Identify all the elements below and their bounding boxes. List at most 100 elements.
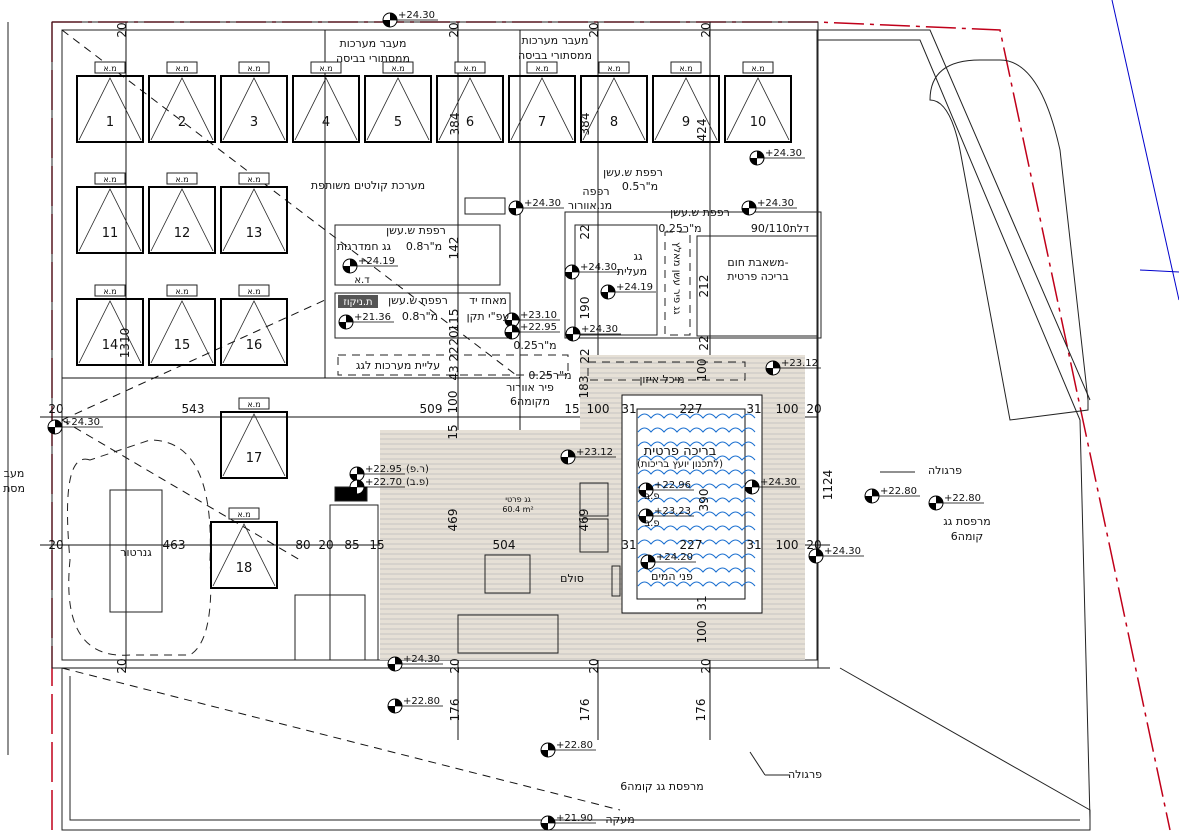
elevation-value: +24.30 — [524, 198, 561, 209]
dimension-label: 20 — [447, 330, 461, 345]
dimension-label: 183 — [577, 376, 591, 399]
dimension-label: 20 — [115, 22, 129, 37]
elevation-marker: +22.80 — [540, 740, 596, 758]
parking-spot-number: 11 — [102, 226, 119, 241]
label-smoke-area-2: 0.8מ"ר — [402, 310, 438, 323]
elevation-value: +24.30 — [824, 546, 861, 557]
dimension-label: 80 — [295, 538, 310, 552]
dimension-label: 20 — [115, 658, 129, 673]
dimension-label: 100 — [776, 402, 799, 416]
building-outline — [7, 21, 1091, 831]
elevation-marker: +24.30 — [382, 10, 438, 28]
meter-tag: מ.א — [319, 64, 332, 73]
elevation-value: +24.30 — [757, 198, 794, 209]
parking-spot: 14מ.א — [76, 284, 144, 366]
parking-spot: 3מ.א — [220, 61, 288, 143]
label-floor6-b: קומה6 — [951, 530, 983, 543]
label-stair-roof: גג חמדרגות — [337, 240, 392, 253]
parking-spot-number: 12 — [174, 226, 191, 241]
elevation-value: +24.19 — [616, 282, 653, 293]
elevation-marker: +23.12 — [560, 447, 616, 465]
dimension-label: 115 — [447, 309, 461, 332]
label-pb: פ.ב — [644, 491, 659, 502]
meter-tag: מ.א — [175, 64, 188, 73]
annotations: מעבר מערכות ממסתורי בביסה מעבר מערכות ממ… — [3, 34, 991, 826]
label-hidden-base: ממסתורי בביסה — [336, 52, 410, 65]
parking-spot: 2מ.א — [148, 61, 216, 143]
parking-spot: 11מ.א — [76, 172, 144, 254]
elevation-marker: +23.12 — [765, 358, 821, 376]
elevation-marker: +22.96 — [638, 480, 694, 498]
label-deck-title: גג פרטי — [505, 495, 531, 504]
dimension-label: 100 — [695, 621, 709, 644]
parking-spot: 18מ.א — [210, 507, 278, 589]
label-systems-passage-2: מעבר מערכות — [521, 34, 588, 47]
label-hidden-base-2: ממסתורי בביסה — [518, 49, 592, 62]
label-handrail: מאחז יד — [469, 294, 507, 307]
meter-tag: מ.א — [535, 64, 548, 73]
label-floor6: מקומה6 — [510, 395, 550, 408]
label-generator: גנרטור — [120, 546, 152, 559]
parking-spot: 5מ.א — [364, 61, 432, 143]
elevation-marker: +24.30 — [508, 198, 564, 216]
label-roof-terrace-floor6: מרפסת גג קומה6 — [620, 780, 703, 793]
parking-spot-number: 5 — [394, 115, 402, 130]
label-roof-access: עליית מערכות לגג — [356, 359, 440, 372]
label-vent-louver: רפפה — [582, 185, 609, 198]
label-from-air: מנ.אוורור — [568, 199, 612, 212]
elevation-markers: +24.30 +24.30 +24.19 +21.36 +23.10+22.95 +24.… — [47, 10, 984, 831]
label-air-shaft: פיר אוורור — [506, 381, 554, 394]
dimension-label: 543 — [182, 402, 205, 416]
dimension-label: 22 — [447, 346, 461, 361]
meter-tag: מ.א — [103, 287, 116, 296]
elevation-value: +24.30 — [580, 262, 617, 273]
parking-spot: 9מ.א — [652, 61, 720, 143]
parking-spot: 7מ.א — [508, 61, 576, 143]
elevation-marker: +23.23 — [638, 506, 694, 524]
dimension-label: 1124 — [821, 470, 835, 501]
dimension-label: 100 — [695, 359, 709, 382]
elevation-value: +22.80 — [944, 493, 981, 504]
dimension-label: 212 — [697, 275, 711, 298]
parking-spot: 16מ.א — [220, 284, 288, 366]
dimension-label: 43 — [447, 365, 461, 380]
dimension-label: 176 — [448, 699, 462, 722]
elevation-marker: +22.70 — [349, 477, 405, 495]
elevation-marker: +24.30 — [387, 654, 443, 672]
dimension-label: 100 — [776, 538, 799, 552]
elevation-value: +23.12 — [576, 447, 613, 458]
dimension-label: 20 — [699, 22, 713, 37]
label-area-025b: 0.25מ"ר — [528, 369, 571, 382]
label-smoke-area: 0.8מ"ר — [406, 240, 442, 253]
label-pool-consultant: (לתכנון יועץ בריכות) — [637, 459, 723, 470]
elevation-marker: +24.19 — [342, 256, 398, 274]
dimension-label: 463 — [163, 538, 186, 552]
dimension-label: 20 — [48, 538, 63, 552]
elevation-marker: +21.36 — [338, 312, 394, 330]
parking-spot: 15מ.א — [148, 284, 216, 366]
dimension-label: 384 — [578, 113, 592, 136]
label-elevator: מעלית — [617, 265, 647, 278]
meter-tag: מ.א — [247, 64, 260, 73]
label-smoke-vent-4: רפפת ש.עשן — [670, 206, 730, 219]
elevation-marker: +21.90 — [540, 813, 596, 831]
parking-spot: 4 מ.א — [292, 61, 360, 143]
elevation-value: +22.96 — [654, 480, 691, 491]
meter-tag: מ.א — [237, 510, 250, 519]
elevation-marker: +22.95 — [504, 322, 560, 340]
label-smoke-vent: רפפת ש.עשן — [386, 224, 446, 237]
meter-tag: מ.א — [175, 287, 188, 296]
meter-tag: מ.א — [247, 175, 260, 184]
parking-spot-number: 4 — [322, 115, 330, 130]
elevation-value: +23.10 — [520, 310, 557, 321]
elevation-value: +22.80 — [556, 740, 593, 751]
label-bp: (פ.ב) — [406, 477, 429, 488]
dimension-label: 31 — [746, 538, 761, 552]
meter-tag: מ.א — [247, 400, 260, 409]
label-cleaning: ת.ניקוז — [343, 297, 372, 308]
dimension-label: 20 — [806, 538, 821, 552]
elevation-value: +24.30 — [403, 654, 440, 665]
label-left-cut-1: מעב — [4, 467, 25, 480]
